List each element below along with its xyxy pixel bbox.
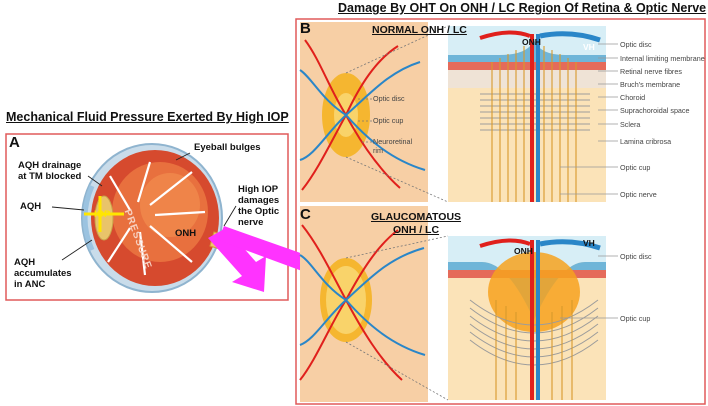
panel-b-fundus: [299, 22, 428, 202]
panel-c-title: GLAUCOMATOUS ONH / LC: [371, 211, 462, 236]
layer-label-6: Sclera: [620, 120, 641, 129]
panel-b-letter: B: [300, 20, 311, 37]
layer-label-0: Optic disc: [620, 40, 652, 49]
right-title: Damage By OHT On ONH / LC Region Of Reti…: [338, 1, 707, 15]
label-vh-c: VH: [583, 238, 595, 248]
panel-b-title: NORMAL ONH / LC: [372, 24, 467, 36]
eyeball-illustration: [81, 143, 241, 293]
panel-b-cross-section: [448, 26, 606, 202]
label-onh-a: ONH: [175, 228, 197, 239]
panel-c-letter: C: [300, 206, 311, 223]
layer-c-label-0: Optic disc: [620, 252, 652, 261]
label-aqh: AQH: [20, 201, 42, 212]
label-eyeball-bulges: Eyeball bulges: [194, 142, 261, 153]
layer-label-7: Lamina cribrosa: [620, 137, 672, 146]
layer-c-label-1: Optic cup: [620, 314, 651, 323]
layer-label-2: Retinal nerve fibres: [620, 67, 682, 76]
layer-label-3: Bruch's membrane: [620, 80, 681, 89]
label-iop: IOP: [94, 209, 111, 220]
layer-label-1: Internal limiting membrane: [620, 54, 705, 63]
panel-bc-frame: [295, 18, 706, 405]
panel-a-letter: A: [9, 134, 20, 151]
panel-c-fundus: [299, 206, 428, 402]
arrow-to-panel-a: [208, 228, 266, 292]
label-onh-b: ONH: [522, 37, 541, 47]
layer-label-4: Choroid: [620, 93, 646, 102]
label-aqh-accumulates: AQH accumulates in ANC: [14, 257, 72, 290]
label-onh-c: ONH: [514, 246, 533, 256]
label-vh-b: VH: [583, 42, 595, 52]
label-high-iop: High IOP damages the Optic nerve: [238, 184, 280, 228]
layer-label-8: Optic cup: [620, 163, 651, 172]
panel-a-leaders: [51, 152, 237, 261]
fundus-label-cup: Optic cup: [373, 116, 404, 125]
fundus-label-disc: Optic disc: [373, 94, 405, 103]
fundus-label-rim: Neuroretinal rim: [373, 137, 413, 155]
panel-a-frame: [5, 133, 289, 301]
layer-label-9: Optic nerve: [620, 190, 657, 199]
layer-label-5: Suprachoroidal space: [620, 106, 690, 115]
label-aqh-drainage: AQH drainage at TM blocked: [18, 160, 82, 182]
left-title: Mechanical Fluid Pressure Exerted By Hig…: [6, 110, 289, 124]
